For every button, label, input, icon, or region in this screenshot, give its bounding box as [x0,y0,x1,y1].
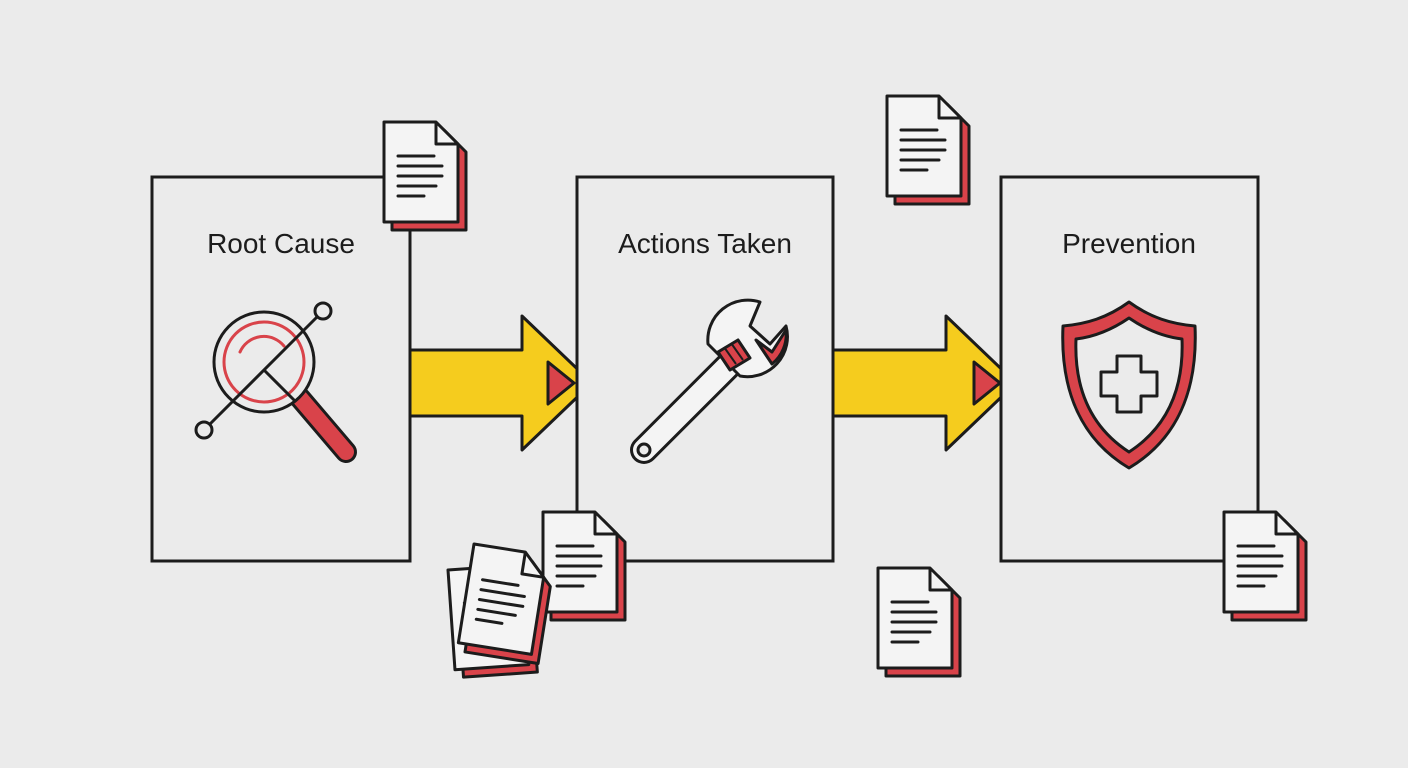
document-stack-icon [446,542,557,680]
arrow-right-icon [406,314,594,452]
step-label: Root Cause [207,228,355,259]
shield-plus-icon [1061,300,1197,470]
step-panel [575,175,835,563]
document-icon [876,566,962,678]
step-actions-taken: Actions Taken [575,175,835,563]
arrow-right-icon [831,314,1018,452]
document-icon [885,94,971,206]
step-label: Prevention [1062,228,1196,259]
wrench-icon [630,298,789,464]
step-root-cause: Root Cause [150,175,412,563]
step-prevention: Prevention [999,175,1260,563]
document-icon [1222,510,1308,622]
document-icon [382,120,468,232]
document-icon [541,510,627,622]
step-label: Actions Taken [618,228,792,259]
magnifier-icon [194,301,357,463]
